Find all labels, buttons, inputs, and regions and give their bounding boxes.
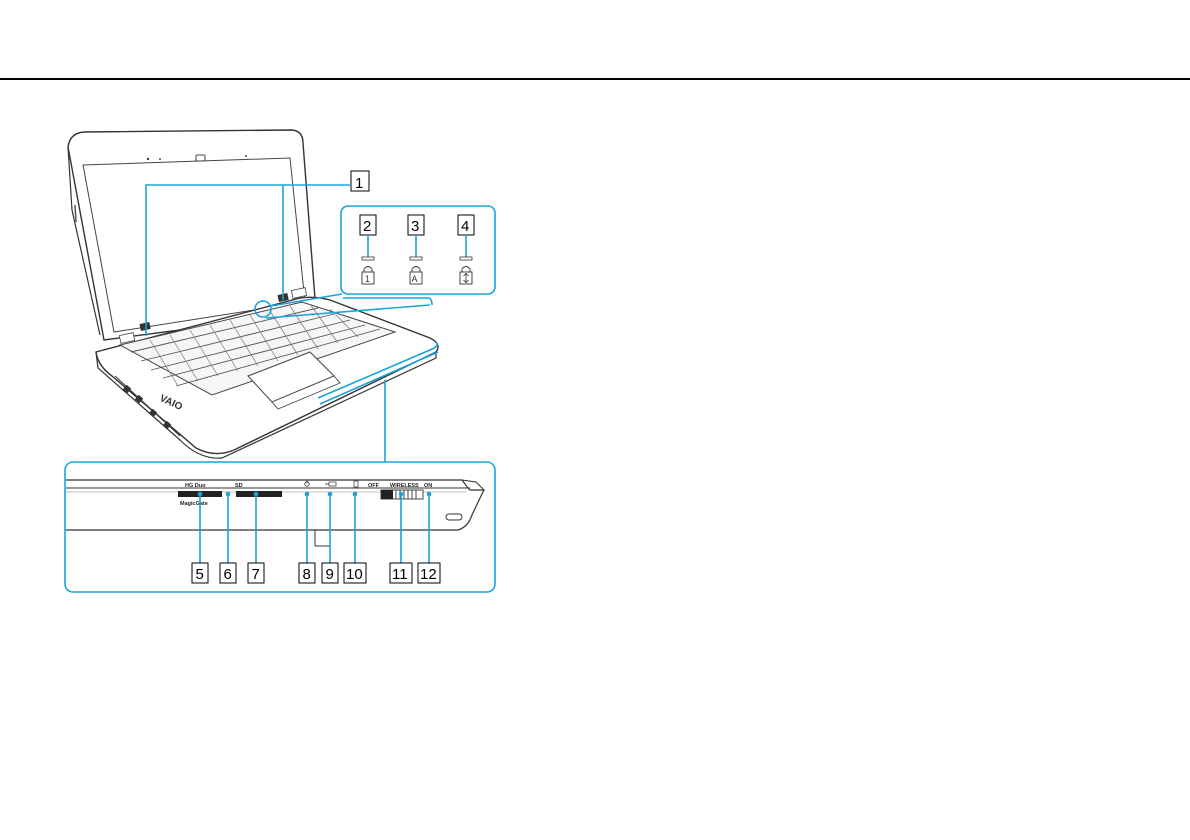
- off-label: OFF: [368, 483, 380, 489]
- callout-9-label: 9: [326, 566, 334, 583]
- callout-5-label: 5: [196, 566, 204, 583]
- scroll-lock-icon: [460, 267, 472, 285]
- callout-11-label: 11: [392, 566, 408, 583]
- callout-7-label: 7: [252, 566, 260, 583]
- sd-label: SD: [235, 483, 243, 489]
- svg-text:1: 1: [365, 274, 370, 284]
- num-lock-icon: 1: [362, 267, 374, 285]
- callout-6-label: 6: [224, 566, 232, 583]
- sd-slot: [236, 491, 282, 497]
- callout-3-label: 3: [411, 218, 419, 235]
- callout-4-label: 4: [461, 218, 469, 235]
- callout-10-label: 10: [346, 566, 363, 583]
- caps-lock-icon: A: [410, 267, 422, 285]
- callout-12-label: 12: [420, 566, 437, 583]
- callout-8-label: 8: [303, 566, 311, 583]
- callout-1-label: 1: [355, 175, 363, 192]
- on-label: ON: [424, 483, 432, 489]
- magicgate-label: MagicGate: [180, 501, 208, 507]
- wireless-label: WIRELESS: [390, 483, 419, 489]
- front-panel-inset: HG Duo MagicGate SD OFF WIRELESS ON: [65, 462, 672, 592]
- svg-text:A: A: [412, 274, 418, 284]
- callout-2-label: 2: [363, 218, 371, 235]
- hg-duo-label: HG Duo: [185, 483, 206, 489]
